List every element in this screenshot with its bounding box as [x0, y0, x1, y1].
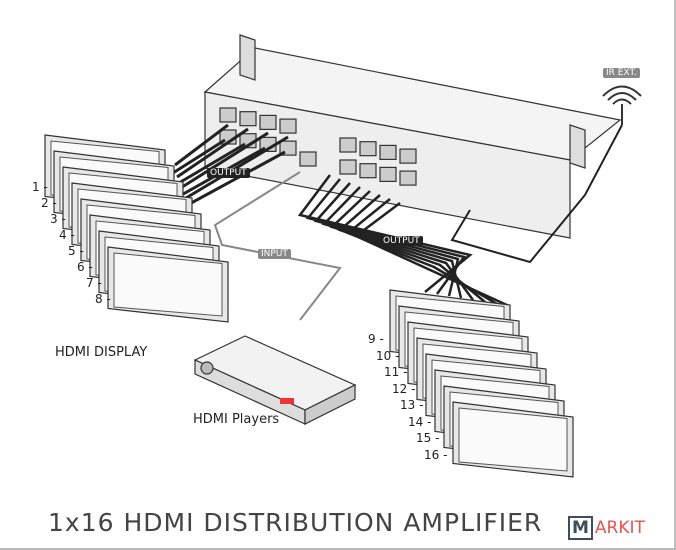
hdmi-players-label: HDMI Players — [193, 412, 280, 427]
display-number: 1 - — [32, 180, 48, 194]
display-number: 16 - — [424, 447, 448, 462]
hdmi-player-device — [193, 335, 357, 425]
display-number: 5 - — [68, 244, 84, 258]
hdmi-port — [219, 107, 237, 123]
output-label-right: OUTPUT — [380, 236, 423, 246]
hdmi-port — [279, 118, 297, 134]
input-label: INPUT — [258, 249, 291, 259]
ir-cable — [450, 124, 623, 264]
display-8 — [107, 246, 229, 323]
display-number: 10 - — [376, 348, 400, 363]
ir-antenna-icon — [602, 85, 642, 125]
display-number: 13 - — [400, 398, 424, 412]
hdmi-port — [239, 111, 257, 127]
display-number: 7 - — [86, 276, 102, 290]
display-number: 8 - — [95, 292, 111, 306]
hdmi-port — [299, 151, 317, 167]
input-cable — [213, 171, 342, 321]
hdmi-port — [359, 163, 377, 179]
output-cable — [164, 138, 226, 180]
hdmi-port — [259, 114, 277, 131]
output-cable — [176, 127, 249, 179]
display-number: 4 - — [59, 228, 75, 242]
hdmi-port — [399, 148, 417, 164]
display-number: 15 - — [416, 431, 440, 445]
output-cable — [174, 123, 229, 167]
hdmi-port — [399, 170, 417, 186]
hdmi-port — [379, 144, 397, 160]
hdmi-port — [339, 137, 357, 153]
output-label-left: OUTPUT — [207, 168, 250, 178]
hdmi-port — [339, 159, 357, 175]
display-number: 9 - — [368, 332, 384, 346]
diagram-title: 1x16 HDMI DISTRIBUTION AMPLIFIER — [48, 508, 543, 537]
hdmi-display-label: HDMI DISPLAY — [55, 345, 148, 360]
output-cable — [353, 202, 510, 308]
output-cable — [178, 131, 269, 191]
display-number: 6 - — [77, 260, 93, 274]
display-number: 14 - — [408, 414, 432, 429]
display-number: 12 - — [392, 381, 416, 396]
display-number: 3 - — [50, 212, 66, 226]
hdmi-port — [359, 141, 377, 157]
distribution-amplifier — [203, 34, 622, 239]
ir-ext-label: IR EXT. — [603, 68, 640, 78]
display-16 — [452, 401, 574, 478]
display-number: 11 - — [384, 365, 408, 379]
hdmi-port — [379, 166, 397, 182]
display-number: 2 - — [41, 196, 57, 210]
